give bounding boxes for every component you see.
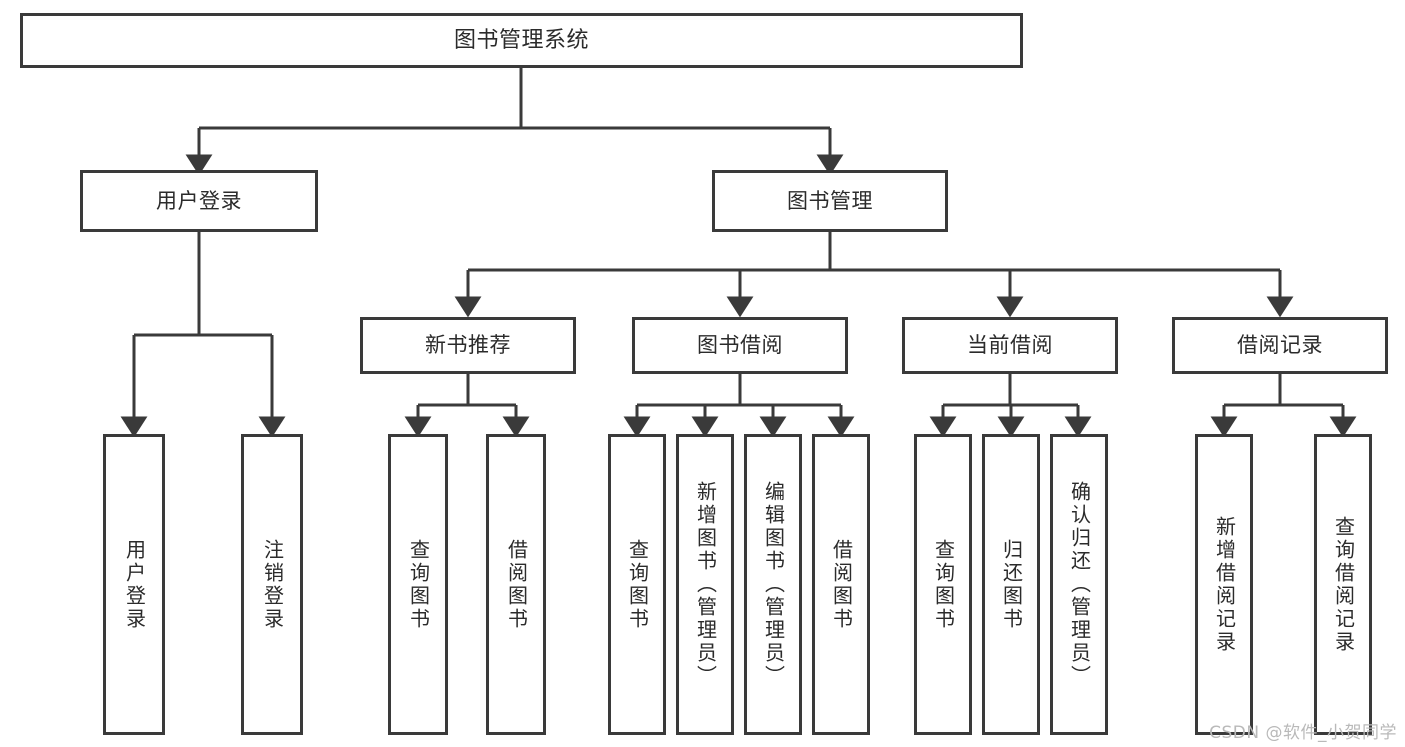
node-label: 借阅图书 xyxy=(829,538,854,631)
leaf-recommend-borrow-book[interactable]: 借阅图书 xyxy=(486,434,546,735)
node-label: 查询图书 xyxy=(931,538,956,631)
node-label: 注销登录 xyxy=(260,538,285,631)
leaf-current-query-book[interactable]: 查询图书 xyxy=(914,434,972,735)
node-label: 确认归还（管理员） xyxy=(1067,481,1092,688)
leaf-borrow-add-book[interactable]: 新增图书（管理员） xyxy=(676,434,734,735)
node-root-system[interactable]: 图书管理系统 xyxy=(20,13,1023,68)
leaf-borrow-edit-book[interactable]: 编辑图书（管理员） xyxy=(744,434,802,735)
node-label: 图书管理 xyxy=(787,188,873,213)
node-label: 借阅图书 xyxy=(504,538,529,631)
node-user-login[interactable]: 用户登录 xyxy=(80,170,318,232)
node-book-manage[interactable]: 图书管理 xyxy=(712,170,948,232)
node-label: 查询图书 xyxy=(625,538,650,631)
node-current-borrow[interactable]: 当前借阅 xyxy=(902,317,1118,374)
node-label: 编辑图书（管理员） xyxy=(761,481,786,688)
node-label: 新增图书（管理员） xyxy=(693,481,718,688)
leaf-user-login[interactable]: 用户登录 xyxy=(103,434,165,735)
leaf-borrow-query-book[interactable]: 查询图书 xyxy=(608,434,666,735)
node-label: 当前借阅 xyxy=(967,333,1053,358)
node-new-book-recommend[interactable]: 新书推荐 xyxy=(360,317,576,374)
leaf-recommend-query-book[interactable]: 查询图书 xyxy=(388,434,448,735)
leaf-borrow-borrow-book[interactable]: 借阅图书 xyxy=(812,434,870,735)
node-borrow-record[interactable]: 借阅记录 xyxy=(1172,317,1388,374)
node-label: 图书管理系统 xyxy=(453,27,589,53)
node-label: 归还图书 xyxy=(999,538,1024,631)
leaf-record-query-record[interactable]: 查询借阅记录 xyxy=(1314,434,1372,735)
leaf-logout[interactable]: 注销登录 xyxy=(241,434,303,735)
leaf-record-add-record[interactable]: 新增借阅记录 xyxy=(1195,434,1253,735)
leaf-current-return-book[interactable]: 归还图书 xyxy=(982,434,1040,735)
node-label: 新增借阅记录 xyxy=(1212,515,1237,654)
node-label: 查询图书 xyxy=(406,538,431,631)
csdn-watermark: CSDN @软件_小贺同学 xyxy=(1209,723,1397,743)
node-book-borrow[interactable]: 图书借阅 xyxy=(632,317,848,374)
node-label: 图书借阅 xyxy=(697,333,783,358)
leaf-current-confirm-return[interactable]: 确认归还（管理员） xyxy=(1050,434,1108,735)
node-label: 借阅记录 xyxy=(1237,333,1323,358)
node-label: 新书推荐 xyxy=(425,333,511,358)
node-label: 用户登录 xyxy=(122,538,147,631)
node-label: 查询借阅记录 xyxy=(1331,515,1356,654)
node-label: 用户登录 xyxy=(156,188,242,213)
